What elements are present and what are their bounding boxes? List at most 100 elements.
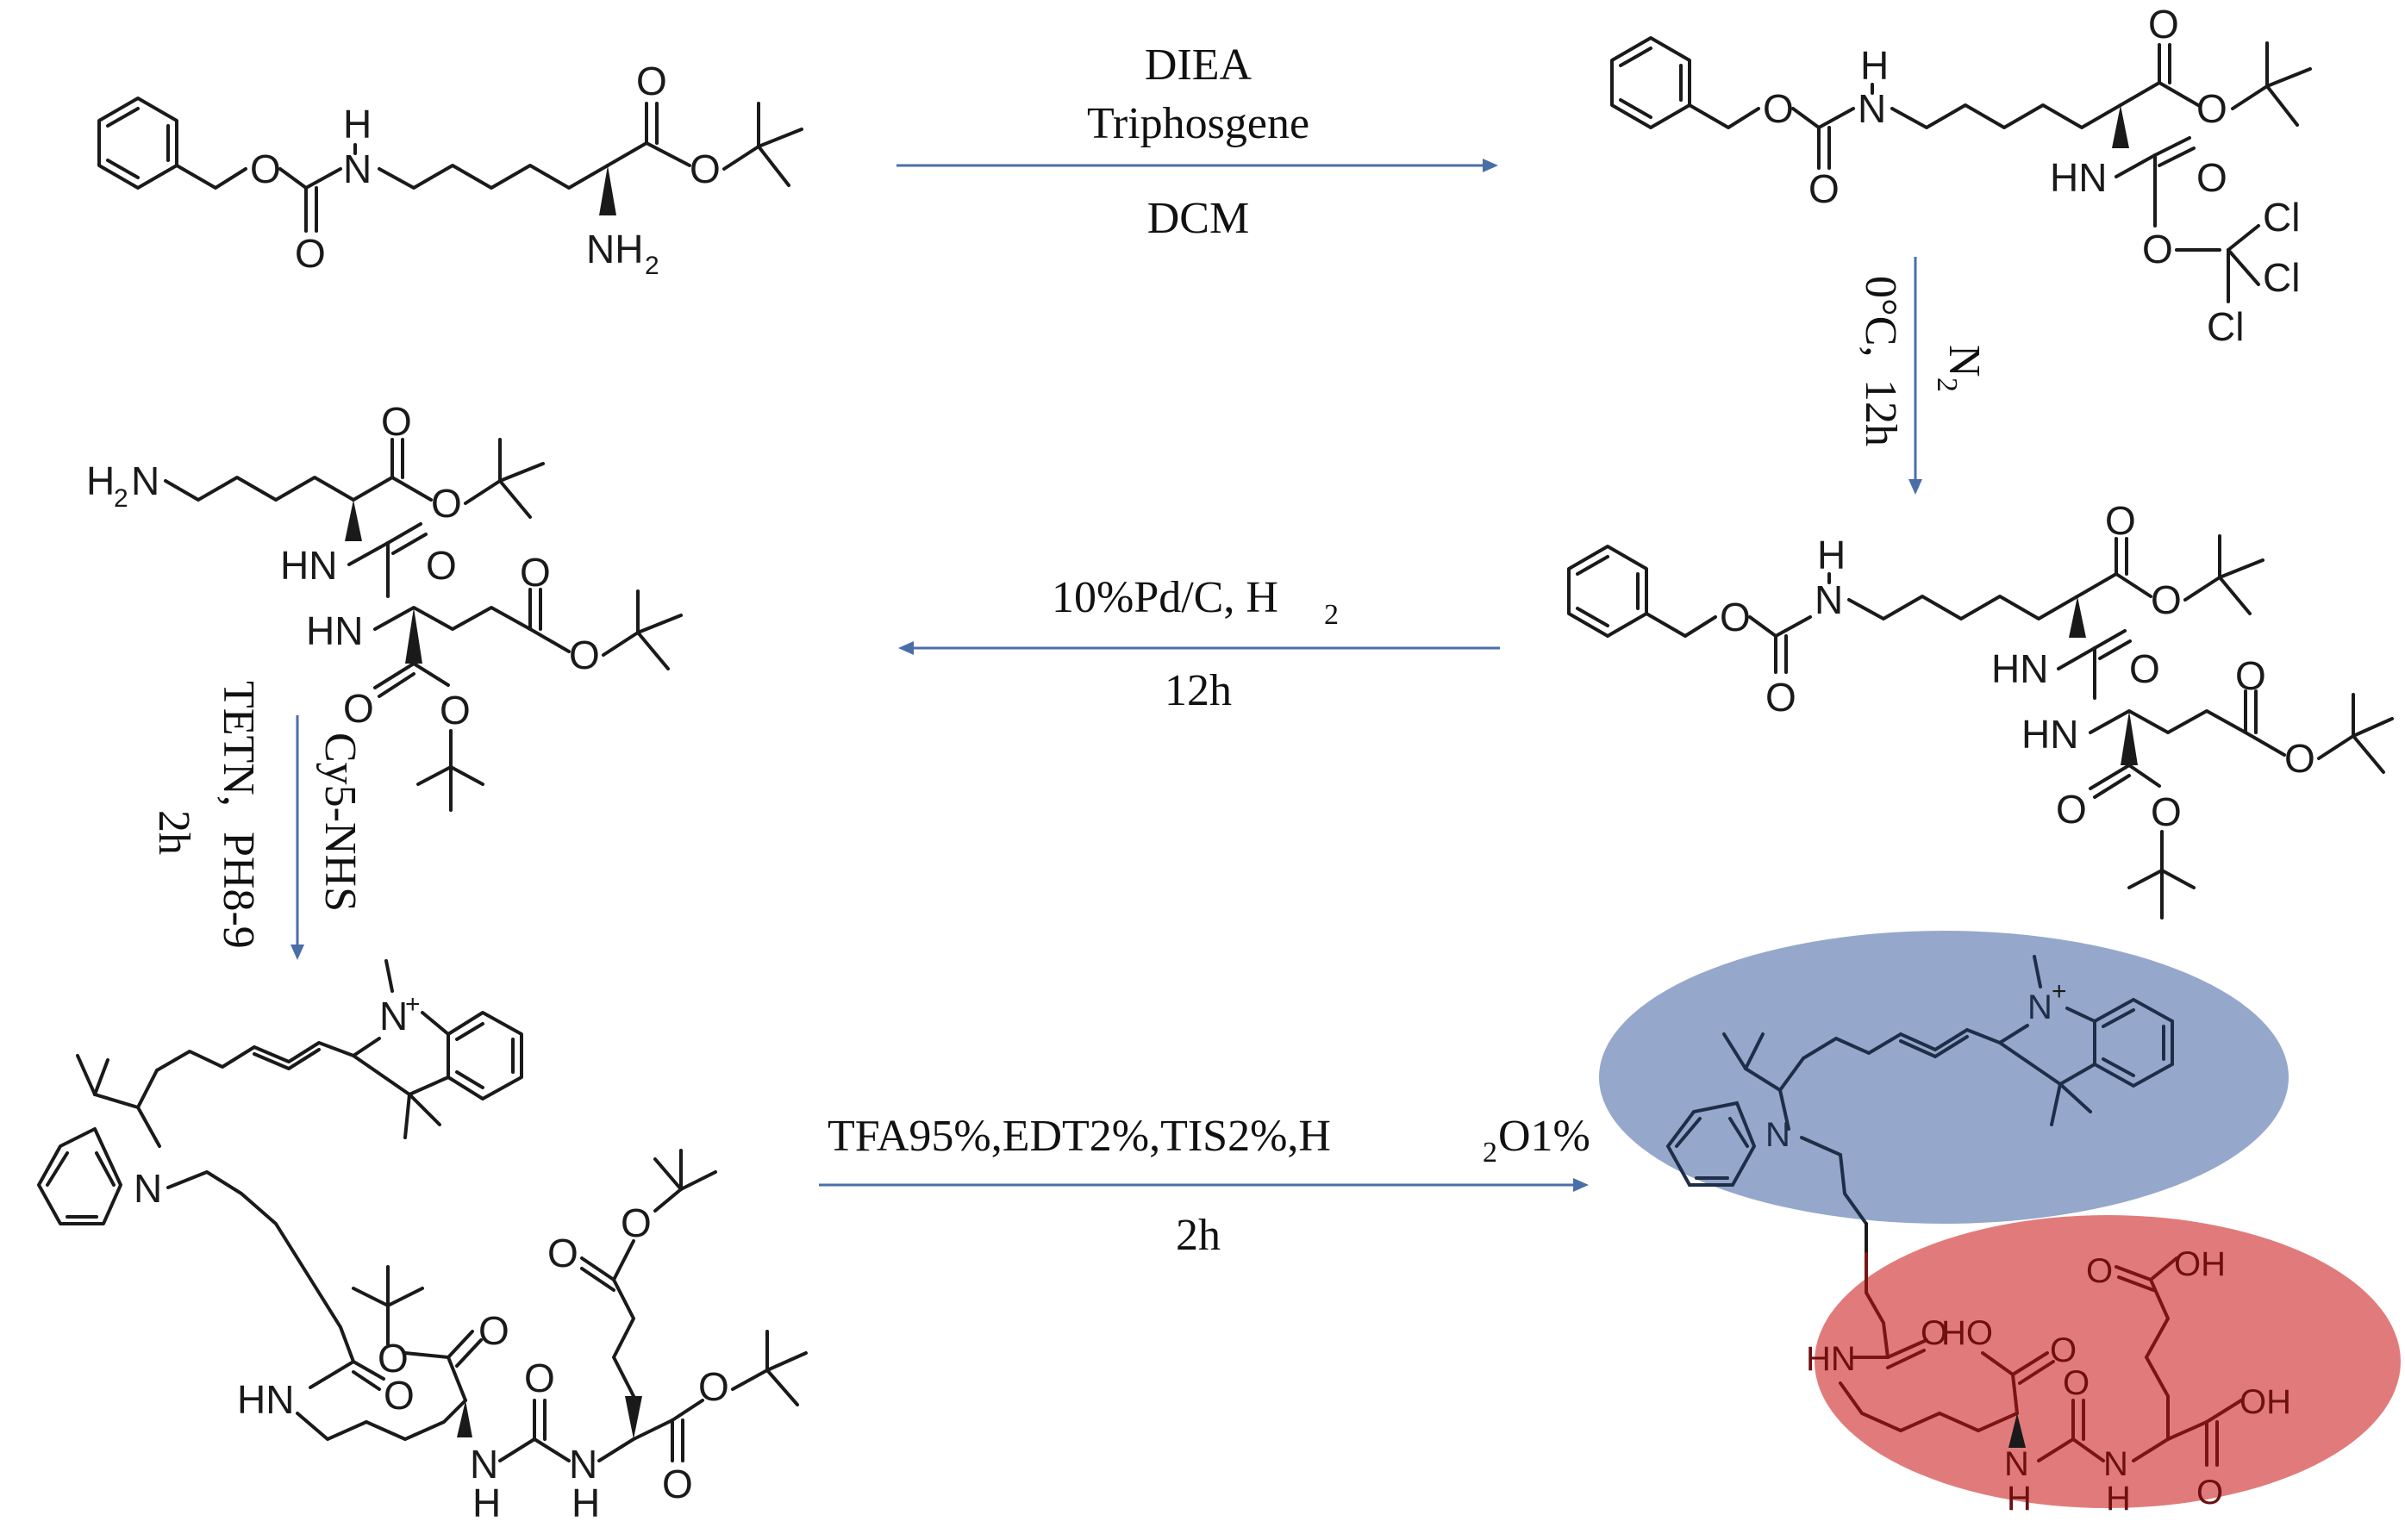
atom-o: O [440,688,471,733]
step1-solvent: DCM [1147,194,1249,243]
step4-time: 2h [149,810,198,855]
atom-oh: OH [2239,1383,2291,1421]
atom-nh2-sub: 2 [645,252,659,280]
step4-dye: Cy5-NHS [315,733,365,912]
atom-h2n-h: H [86,458,115,503]
atom-hn: HN [2050,155,2107,200]
atom-n: N [569,1442,597,1487]
atom-hn: HN [1806,1340,1856,1378]
atom-o: O [2151,577,2182,622]
atom-o: O [295,231,326,276]
atom-o: O [426,543,457,588]
step2-conditions-left: 0°C, 12h [1856,276,1905,446]
charge-plus: + [405,990,421,1019]
atom-hn: HN [2021,712,2078,757]
compound-cbz-lys-otbu: O O N H NH 2 O O [97,59,803,280]
step4-reagent: Cy5-NHS [315,733,365,912]
atom-cl: Cl [2263,255,2300,300]
atom-n-plus: N [379,994,408,1038]
step4-time-group: 2h [149,810,198,855]
atom-n: N [1815,577,1843,622]
step5-cocktail-sub: 2 [1483,1137,1497,1169]
atom-hn: HN [280,543,337,588]
atom-o: O [250,147,281,191]
atom-n: N [470,1442,498,1487]
psma-ligand-region [1815,1215,2401,1508]
atom-h: H [572,1481,600,1525]
step2-time: 12h [1856,379,1905,446]
step5-cocktail-water: O1% [1498,1112,1590,1161]
step1-reagent-diea: DIEA [1145,41,1252,90]
atom-o: O [431,481,462,526]
atom-o: O [478,1308,509,1353]
atom-o: O [636,59,667,103]
atom-cl: Cl [2207,304,2244,349]
atom-h: H [1860,43,1889,88]
atom-o: O [520,550,551,595]
atom-ho: HO [1941,1314,1993,1352]
step1-arrow [896,159,1498,172]
atom-n: N [2004,1445,2029,1483]
step2-atmosphere-sub: 2 [1931,377,1963,392]
atom-o: O [2235,653,2266,698]
atom-h: H [1817,533,1846,577]
atom-o: O [2129,646,2160,691]
atom-h: H [2106,1480,2131,1518]
atom-o: O [2050,1331,2077,1369]
atom-n: N [2103,1445,2128,1483]
atom-o: O [1808,166,1840,211]
atom-o: O [2151,789,2182,834]
step2-arrow [1908,257,1922,495]
step3-catalyst: 10%Pd/C, H [1052,573,1278,622]
charge-plus: + [2052,977,2067,1006]
atom-o: O [2086,1252,2113,1290]
atom-h2n-sub: 2 [114,484,128,513]
atom-n: N [1765,1116,1790,1154]
atom-o: O [2148,2,2179,47]
atom-o: O [2284,736,2315,781]
atom-hn: HN [306,608,363,653]
atom-o: O [524,1356,555,1400]
atom-n: N [343,147,372,191]
atom-hn: HN [237,1377,294,1422]
atom-h2n-n: N [131,458,159,503]
step4-arrow [290,715,304,960]
atom-o: O [381,399,412,444]
step2-temperature: 0°C, [1856,276,1905,357]
cy5-dye-region [1599,931,2289,1224]
atom-o: O [547,1231,578,1275]
step2-conditions-right: N 2 [1931,345,1989,392]
atom-o: O [1765,675,1796,720]
step3-arrow [898,641,1500,655]
step3-time: 12h [1165,666,1232,715]
atom-o: O [384,1373,415,1418]
step5-time: 2h [1176,1211,1221,1260]
atom-o: O [690,147,721,191]
atom-hn: HN [1991,646,2048,691]
step4-base-ph: TETN, PH8-9 [214,681,263,949]
step5-arrow [819,1178,1589,1192]
atom-o: O [698,1364,729,1409]
step1-reagent-triphosgene: Triphosgene [1087,99,1309,148]
atom-o: O [2063,1364,2090,1402]
atom-o: O [378,1336,409,1381]
atom-h: H [343,102,372,147]
atom-o: O [1921,1314,1947,1352]
atom-o: O [2056,787,2087,832]
atom-o: O [2196,86,2227,131]
compound-final-cy5-psma: N + N O HN HO O N [1665,955,2291,1518]
step4-base: TETN, [214,681,263,807]
atom-o: O [569,633,600,677]
atom-oh: OH [2174,1245,2226,1283]
atom-h: H [2007,1480,2032,1518]
step5-cocktail: TFA95%,EDT2%,TIS2%,H [828,1112,1331,1161]
atom-n-plus: N [2027,988,2052,1026]
atom-n: N [134,1166,162,1211]
compound-trichloromethyl-carbamate: O O N H O O HN O O Cl Cl Cl [1610,2,2312,349]
step4-ph: PH8-9 [214,832,263,949]
atom-o: O [343,686,374,731]
atom-nh2: NH [586,227,643,271]
atom-o: O [1763,86,1794,131]
atom-o: O [1720,595,1751,639]
